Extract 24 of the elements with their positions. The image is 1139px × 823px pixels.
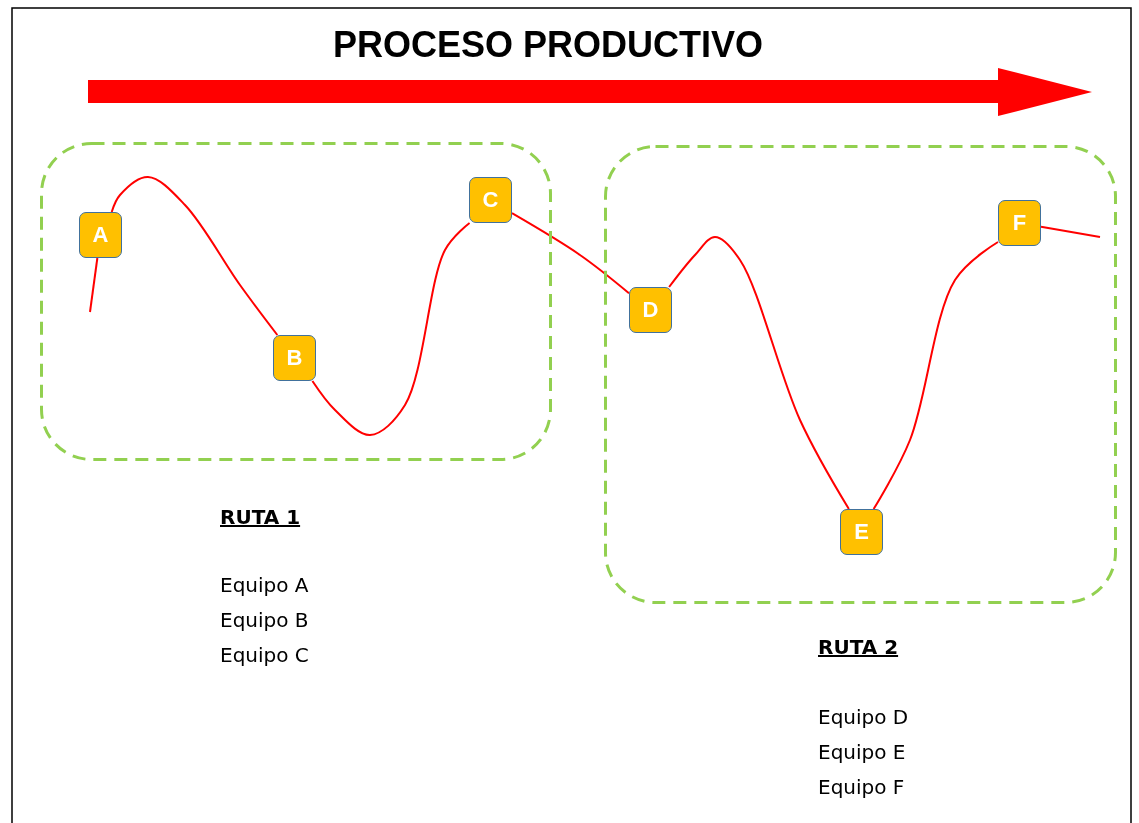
equipment-box: A bbox=[79, 212, 122, 258]
route-heading: RUTA 2 bbox=[818, 635, 899, 659]
equipment-box: F bbox=[998, 200, 1041, 246]
equipment-list-item: Equipo D bbox=[818, 705, 909, 729]
equipment-list-item: Equipo F bbox=[818, 775, 905, 799]
dashed-group-outline bbox=[40, 142, 552, 461]
equipment-list-item: Equipo C bbox=[220, 643, 309, 667]
curve-connector bbox=[110, 176, 279, 336]
curve-connector bbox=[668, 236, 850, 510]
curve-connector bbox=[1040, 225, 1101, 238]
equipment-box: D bbox=[629, 287, 672, 333]
diagram-title: PROCESO PRODUCTIVO bbox=[331, 24, 765, 66]
curve-connector bbox=[311, 222, 471, 436]
equipment-box: C bbox=[469, 177, 512, 223]
equipment-list-item: Equipo E bbox=[818, 740, 906, 764]
curve-connector bbox=[872, 241, 999, 510]
equipment-box: E bbox=[840, 509, 883, 555]
curve-connector bbox=[511, 212, 630, 295]
equipment-list-item: Equipo A bbox=[220, 573, 309, 597]
equipment-box: B bbox=[273, 335, 316, 381]
dashed-group-outline bbox=[604, 145, 1117, 604]
curve-connector bbox=[89, 257, 99, 313]
equipment-list-item: Equipo B bbox=[220, 608, 309, 632]
route-heading: RUTA 1 bbox=[220, 505, 301, 529]
